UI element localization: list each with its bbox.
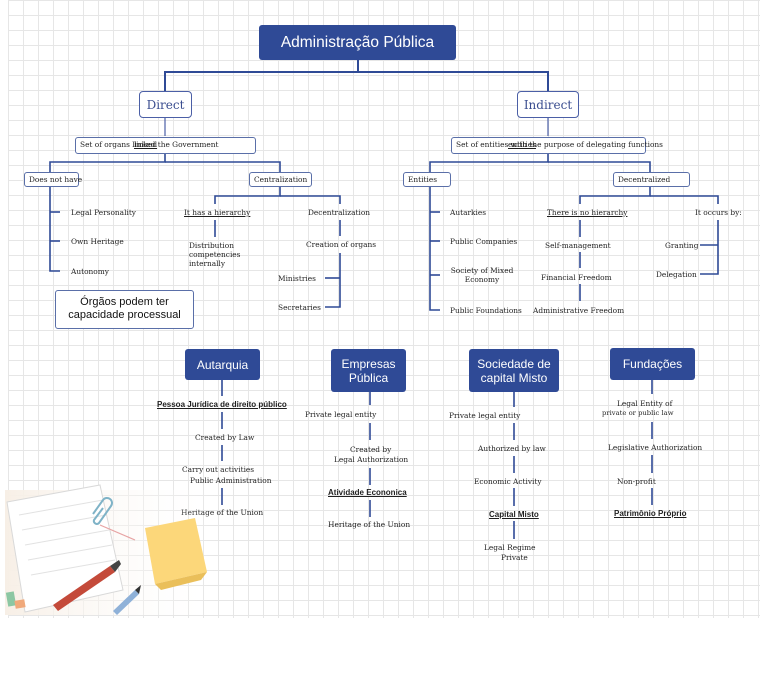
mixed-economy-item: Society of Mixed Economy [448, 266, 516, 284]
empresas-created-by: Created by [350, 445, 392, 454]
fundacoes-private-public-text: private or public law [602, 409, 674, 417]
administrative-freedom-item: Administrative Freedom [533, 306, 625, 315]
sociedade-capital-misto: Capital Misto [489, 510, 539, 519]
creation-of-organs-item: Creation of organs [306, 240, 377, 249]
direct-description-overlap: linked [134, 140, 158, 149]
sociedade-header: Sociedade de capital Misto [469, 349, 559, 392]
sociedade-title-1: Sociedade de [477, 356, 551, 371]
empresas-header: Empresas Pública [331, 349, 406, 392]
legal-personality-item: Legal Personality [71, 208, 136, 217]
empresas-title-2: Pública [348, 370, 389, 385]
decentralized-label: Decentralized [618, 175, 671, 184]
pencil-icon [113, 585, 141, 615]
distribution-line-2: competencies [189, 250, 241, 259]
public-companies-item: Public Companies [450, 237, 518, 246]
indirect-node: Indirect [517, 91, 579, 118]
stationery-illustration [5, 484, 220, 615]
distribution-line-3: internally [189, 259, 226, 268]
indirect-description: Set of entities with the purpose of dele… [451, 137, 663, 154]
ministries-item: Ministries [278, 274, 316, 283]
self-management-item: Self-management [545, 241, 611, 250]
fundacoes-own-heritage: Patrimônio Próprio [614, 509, 687, 518]
does-not-have-node: Does not have [24, 172, 83, 187]
empresas-title-1: Empresas [341, 356, 396, 371]
direct-description: Set of organs linked the Government link… [75, 137, 256, 154]
granting-item: Granting [665, 241, 699, 250]
autarquia-header: Autarquia [185, 349, 260, 380]
fundacoes-legal-entity: Legal Entity of [617, 399, 673, 408]
sociedade-title-2: capital Misto [480, 370, 548, 385]
decentralized-node: Decentralized [613, 172, 690, 187]
hierarchy-item: It has a hierarchy [184, 208, 251, 217]
secretaries-item: Secretaries [278, 303, 321, 312]
entities-node: Entities [403, 172, 451, 187]
occurs-by-item: It occurs by: [695, 208, 742, 217]
empresas-private-entity: Private legal entity [305, 410, 377, 419]
procedural-capacity-note-text: Órgãos podem ter capacidade processual [68, 296, 181, 321]
fundacoes-legislative-auth: Legislative Authorization [608, 443, 703, 452]
financial-freedom-item: Financial Freedom [541, 273, 612, 282]
centralization-node: Centralization [249, 172, 312, 187]
autarquia-title: Autarquia [196, 357, 249, 372]
does-not-have-label: Does not have [29, 175, 83, 184]
empresas-heritage: Heritage of the Union [328, 520, 411, 529]
autonomy-item: Autonomy [71, 267, 109, 276]
fundacoes-non-profit: Non-profit [617, 477, 656, 486]
direct-label: Direct [146, 97, 185, 112]
fundacoes-private-public: private or public law [602, 409, 674, 418]
pen-icon [53, 560, 121, 611]
sociedade-authorized: Authorized by law [478, 444, 546, 453]
autarquia-created-by-law: Created by Law [195, 433, 255, 442]
indirect-description-overlap: entities [508, 140, 536, 149]
direct-description-text: Set of organs linked the Government [80, 140, 219, 149]
sticky-note-icon [145, 518, 207, 590]
decentralization-item: Decentralization [308, 208, 371, 217]
no-hierarchy-item: There is no hierarchy [547, 208, 628, 217]
distribution-line-1: Distribution [189, 241, 234, 250]
indirect-description-text: Set of entities with the purpose of dele… [456, 140, 663, 149]
mixed-economy-text: Society of Mixed Economy [450, 266, 514, 284]
fundacoes-header: Fundações [610, 348, 695, 380]
own-heritage-item: Own Heritage [71, 237, 124, 246]
procedural-capacity-note: Órgãos podem ter capacidade processual [55, 290, 194, 329]
autarquia-heritage: Heritage of the Union [181, 508, 264, 517]
delegation-item: Delegation [656, 270, 697, 279]
autarquia-public-admin: Public Administration [190, 476, 272, 485]
autarquia-legal-person: Pessoa Jurídica de direito público [157, 400, 287, 409]
public-foundations-item: Public Foundations [450, 306, 522, 315]
empresas-legal-auth: Legal Authorization [334, 455, 409, 464]
autarkies-item: Autarkies [450, 208, 487, 217]
direct-node: Direct [139, 91, 192, 118]
paper-clip-icon [92, 497, 113, 525]
entities-label: Entities [408, 175, 437, 184]
sociedade-private-entity: Private legal entity [449, 411, 521, 420]
fundacoes-title: Fundações [622, 357, 683, 371]
sociedade-legal-regime: Legal Regime [484, 543, 536, 552]
sociedade-private: Private [501, 553, 528, 562]
empresas-economic-activity: Atividade Econonica [328, 488, 407, 497]
main-title-text: Administração Pública [280, 33, 435, 51]
indirect-label: Indirect [523, 97, 573, 112]
main-title: Administração Pública [259, 25, 456, 60]
sociedade-economic-activity: Economic Activity [474, 477, 542, 486]
centralization-label: Centralization [254, 175, 308, 184]
autarquia-carry-out: Carry out activities [182, 465, 255, 474]
